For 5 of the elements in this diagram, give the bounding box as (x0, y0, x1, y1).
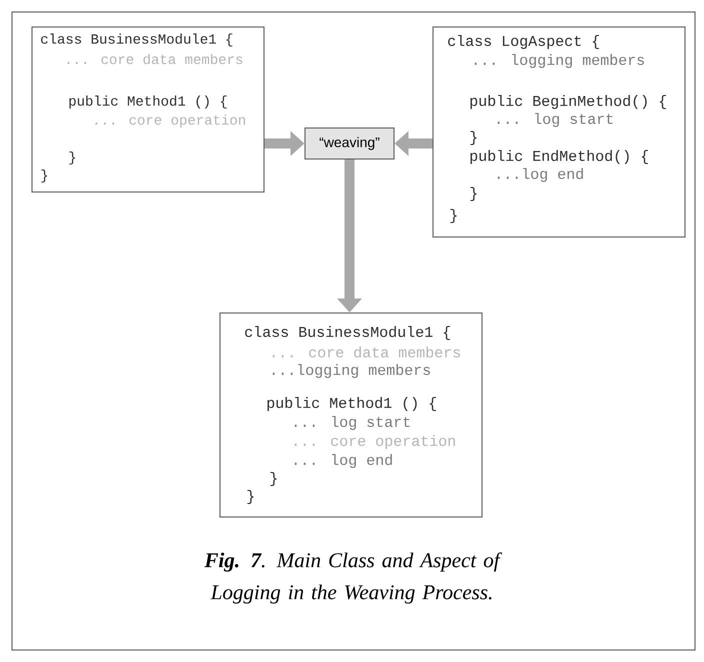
process-box: “weaving” (304, 128, 394, 160)
figure-caption: Fig. 7. Main Class and Aspect of Logging in the Weaving Process. (204, 552, 502, 604)
code-box: class LogAspect { ... logging members public BeginMethod() { ... log start } public EndMethod() { ...log end } } (432, 26, 686, 238)
code-box: class BusinessModule1 { ... core data members public Method1 () { ... core operation } } (32, 26, 264, 192)
code-box: class BusinessModule1 { ... core data members ...logging members public Method1 () { ... log start ... core operation ... log end } } (220, 312, 482, 518)
